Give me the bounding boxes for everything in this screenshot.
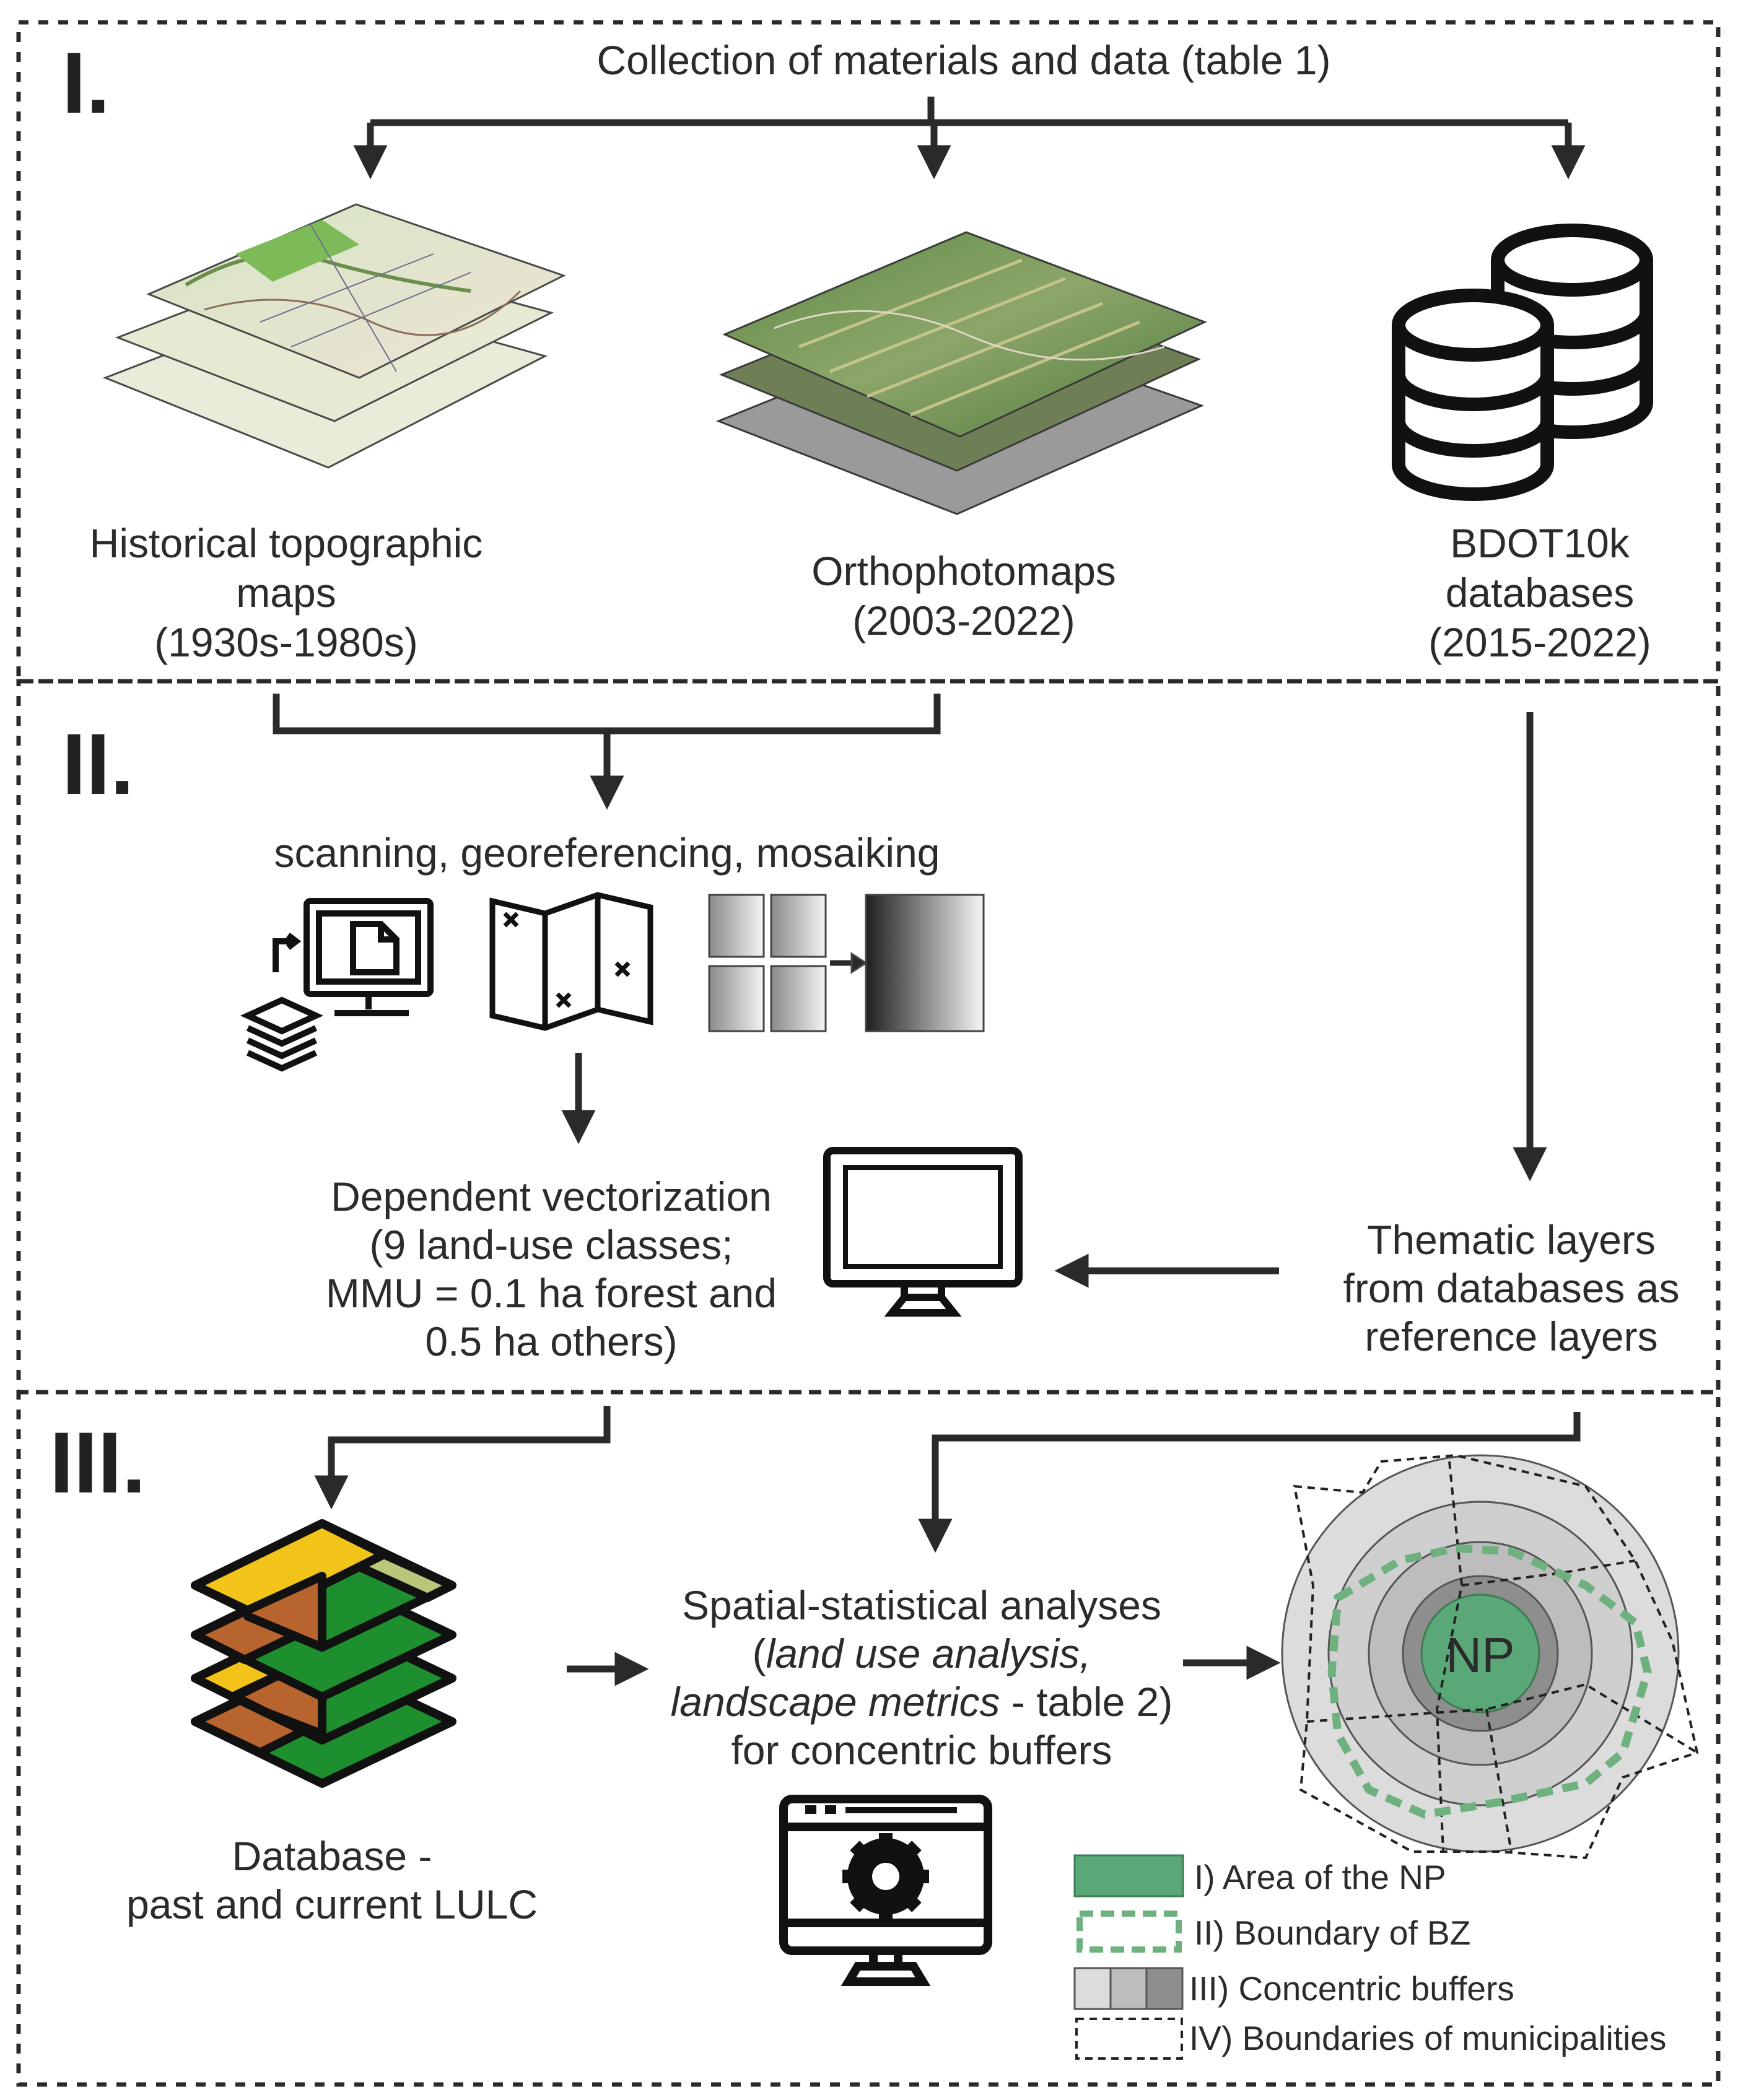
- database-line-2: past and current LULC: [126, 1881, 538, 1927]
- section-1-numeral: I.: [62, 34, 110, 131]
- section-2-frame: [16, 679, 1721, 1395]
- analysis-computer-icon: [779, 1795, 992, 1986]
- ortho-label-line-2: (2003-2022): [852, 598, 1075, 643]
- thematic-line-1: Thematic layers: [1367, 1217, 1656, 1263]
- historical-label-line-3: (1930s-1980s): [154, 619, 418, 665]
- legend-swatch-np: [1073, 1854, 1184, 1897]
- processing-label: scanning, georeferencing, mosaiking: [274, 830, 940, 876]
- database-line-1: Database -: [232, 1833, 432, 1879]
- analysis-label: Spatial-statistical analyses (land use a…: [671, 1582, 1173, 1773]
- orthophoto-stack-icon: [715, 231, 1207, 515]
- legend-label-municipalities: IV) Boundaries of municipalities: [1189, 2019, 1666, 2057]
- municipal-boundaries: [1293, 1453, 1699, 1860]
- collection-arrows: [353, 97, 1586, 180]
- analysis-line-4: for concentric buffers: [731, 1727, 1112, 1773]
- section-2-numeral: II.: [62, 715, 134, 813]
- bdot-label-line-3: (2015-2022): [1428, 619, 1651, 665]
- ortho-label-line-1: Orthophotomaps: [811, 548, 1116, 594]
- section-frames: [16, 20, 1721, 2087]
- np-label: NP: [1446, 1627, 1514, 1683]
- vectorization-line-1: Dependent vectorization: [331, 1174, 772, 1219]
- folded-map-icon: [489, 892, 653, 1031]
- section-1-frame: [16, 20, 1721, 684]
- concentric-buffers-icon: NP: [1281, 1453, 1699, 1860]
- section-3-numeral: III.: [50, 1414, 146, 1511]
- historical-label-line-1: Historical topographic: [90, 520, 483, 566]
- bdot-label-line-1: BDOT10k: [1450, 520, 1630, 566]
- legend: I) Area of the NP II) Boundary of BZ III…: [1073, 1854, 1666, 2060]
- legend-swatch-buffers: [1073, 1967, 1184, 2010]
- section-3-arrows: [314, 1406, 1581, 1686]
- legend-label-bz: II) Boundary of BZ: [1194, 1914, 1470, 1952]
- analysis-line-3: landscape metrics - table 2): [671, 1679, 1173, 1725]
- legend-swatch-bz: [1076, 1910, 1182, 1953]
- vectorization-line-4: 0.5 ha others): [425, 1318, 677, 1364]
- legend-label-np: I) Area of the NP: [1194, 1858, 1446, 1896]
- legend-label-buffers: III) Concentric buffers: [1189, 1969, 1514, 2008]
- bdot-label-line-2: databases: [1446, 570, 1635, 616]
- thematic-layers-label: Thematic layers from databases as refere…: [1343, 1217, 1680, 1359]
- historical-label-line-2: maps: [236, 570, 336, 616]
- bdot-label: BDOT10k databases (2015-2022): [1428, 520, 1651, 665]
- vectorization-label: Dependent vectorization (9 land-use clas…: [326, 1174, 777, 1364]
- section-1-heading: Collection of materials and data (table …: [597, 37, 1331, 83]
- legend-swatch-municipalities: [1075, 2018, 1183, 2060]
- database-icon: [1392, 224, 1653, 501]
- thematic-line-3: reference layers: [1365, 1314, 1657, 1359]
- database-lulc-label: Database - past and current LULC: [126, 1833, 538, 1927]
- scanner-computer-icon: [240, 898, 434, 1072]
- orthophoto-label: Orthophotomaps (2003-2022): [811, 548, 1116, 643]
- vectorization-line-2: (9 land-use classes;: [370, 1222, 733, 1268]
- monitor-icon: [823, 1147, 1023, 1317]
- mosaic-icon: [708, 894, 985, 1032]
- historical-maps-label: Historical topographic maps (1930s-1980s…: [90, 520, 483, 665]
- np-area: [1420, 1593, 1540, 1714]
- vectorization-line-3: MMU = 0.1 ha forest and: [326, 1270, 777, 1316]
- analysis-line-2: (land use analysis,: [753, 1631, 1091, 1676]
- thematic-line-2: from databases as: [1343, 1265, 1680, 1311]
- lulc-layers-icon: [191, 1519, 456, 1788]
- merge-arrows: [273, 694, 1547, 1288]
- section-3-frame: [16, 1390, 1721, 2087]
- analysis-line-1: Spatial-statistical analyses: [682, 1582, 1161, 1628]
- topographic-map-stack-icon: [102, 203, 566, 469]
